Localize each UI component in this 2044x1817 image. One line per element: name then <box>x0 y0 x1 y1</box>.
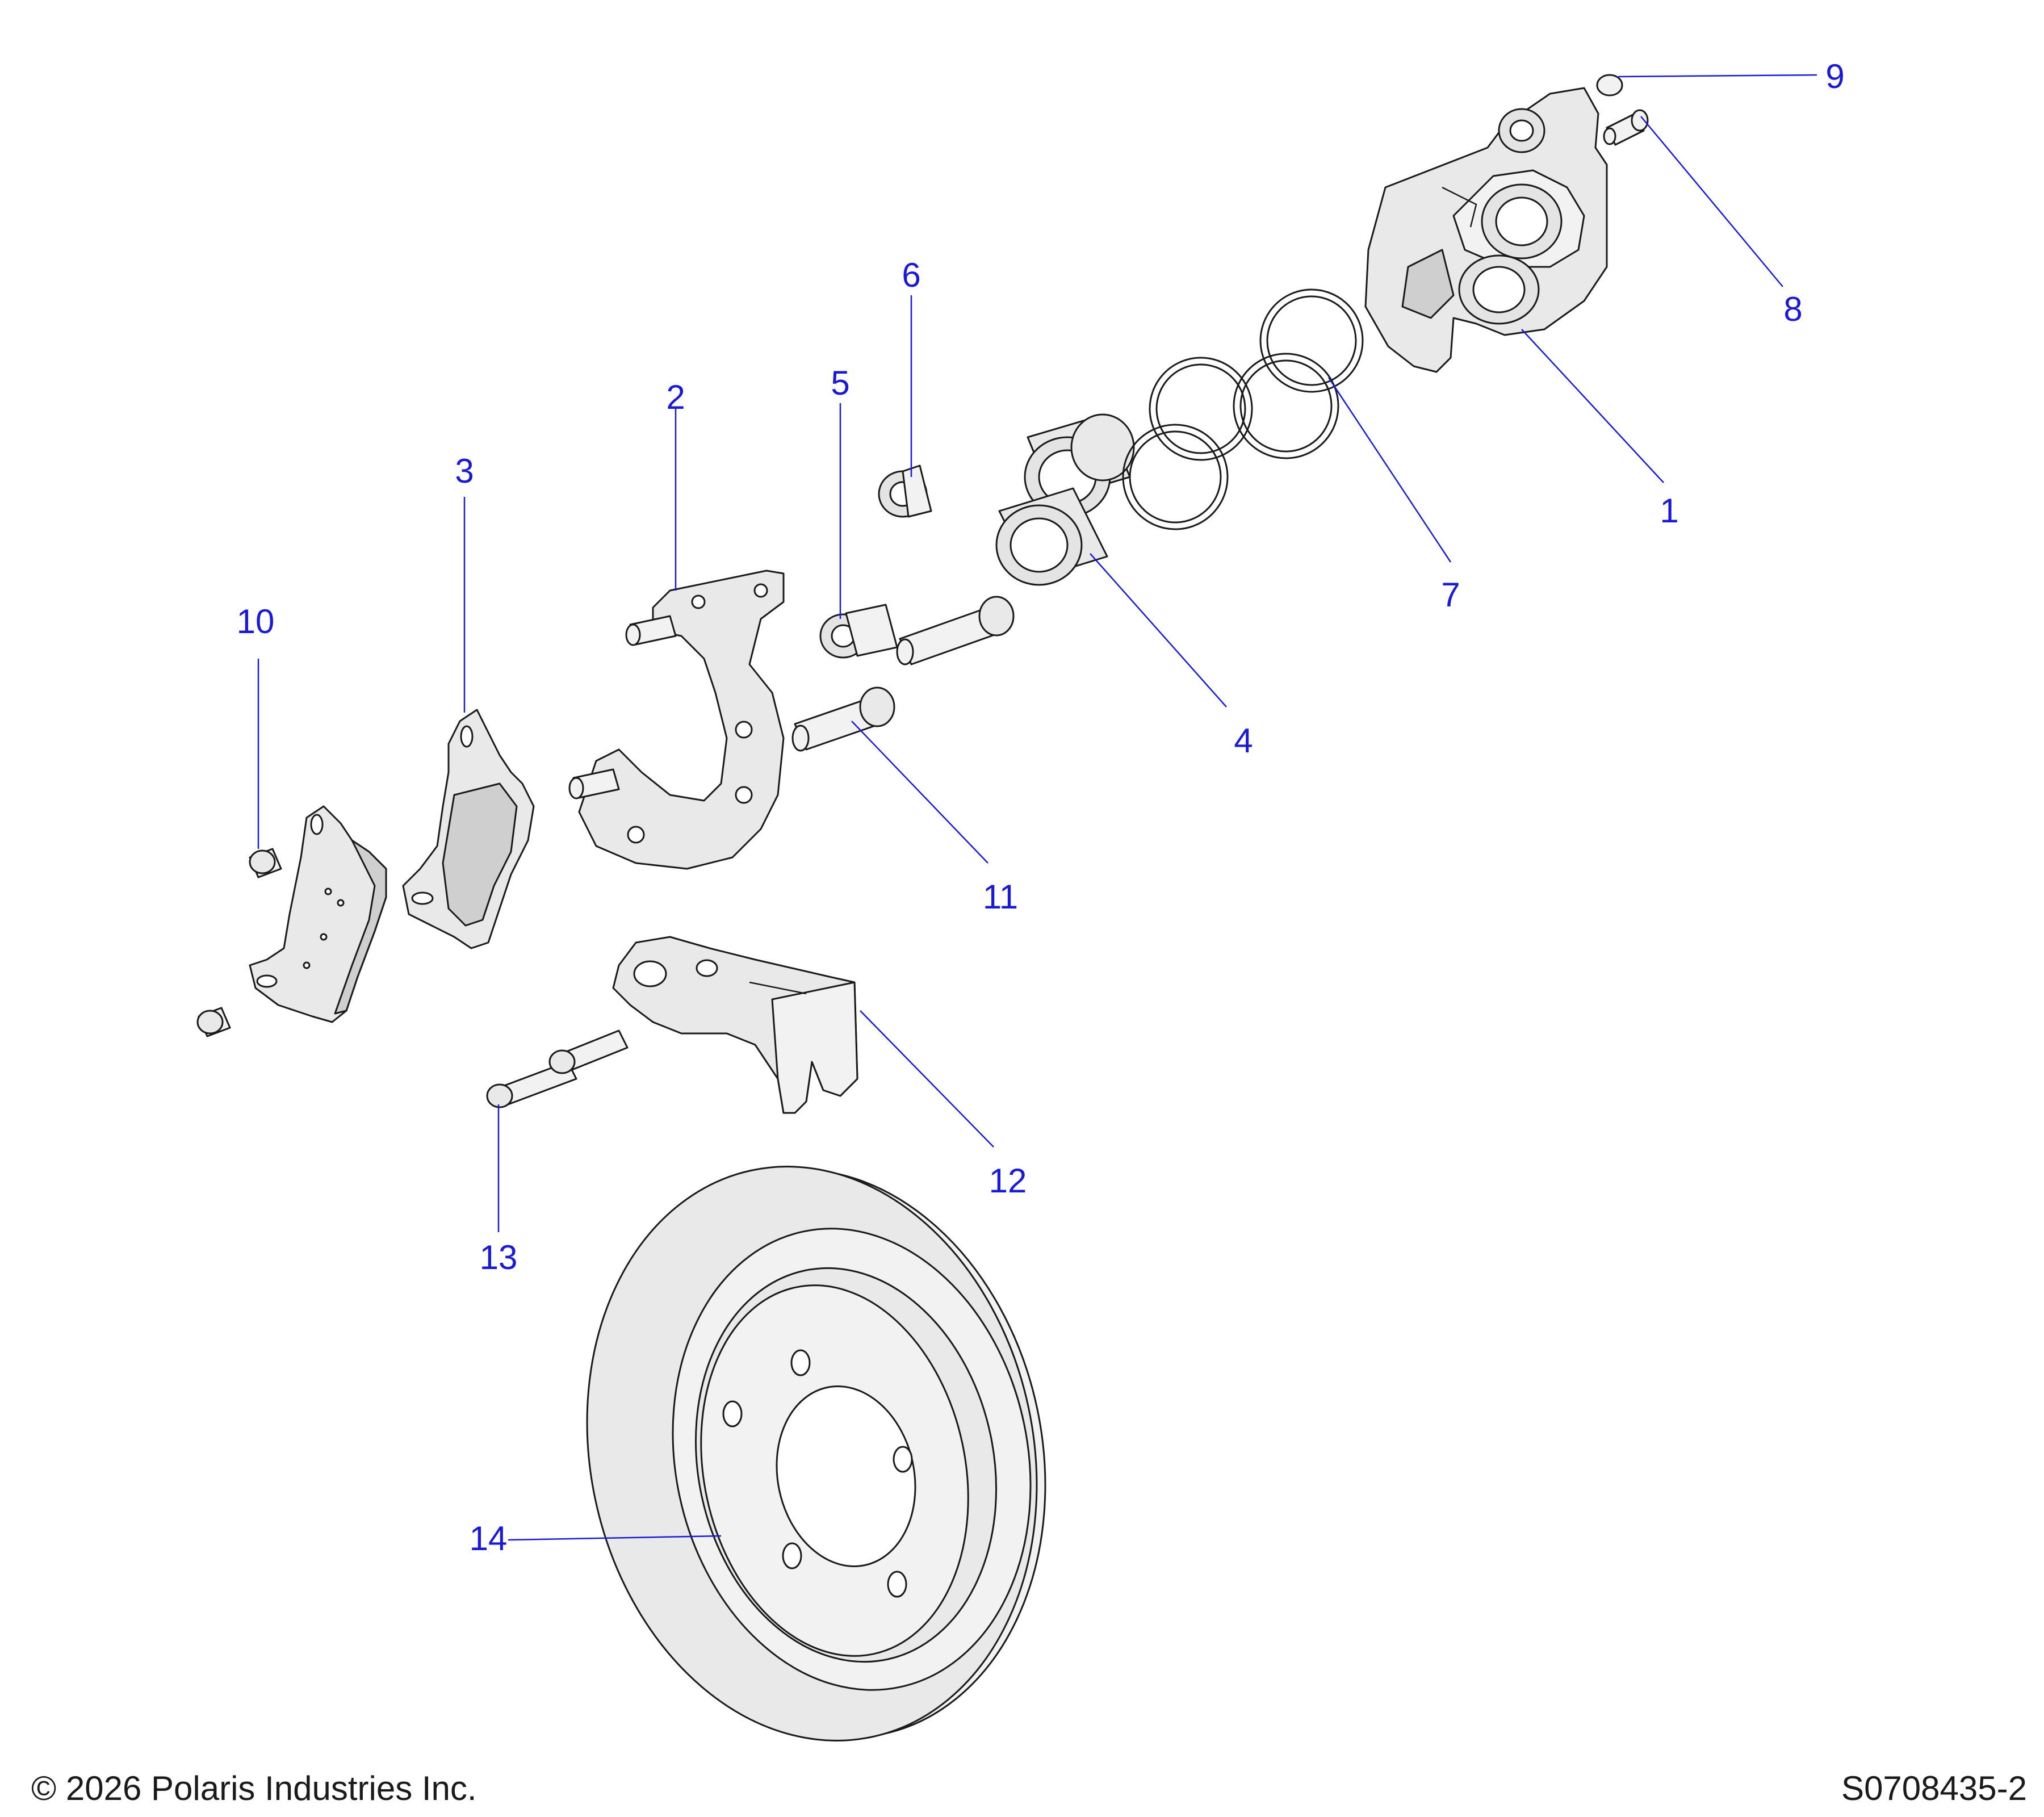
part-4-pistons[interactable] <box>995 413 1135 586</box>
part-5-slide-boot[interactable] <box>819 604 898 659</box>
part-2-caliper-bracket[interactable] <box>568 570 785 870</box>
callout-6: 6 <box>902 256 920 294</box>
part-6-bushing[interactable] <box>878 464 932 518</box>
callout-2: 2 <box>666 378 685 416</box>
callout-3: 3 <box>455 452 474 490</box>
leader-12 <box>860 1010 994 1148</box>
callout-7: 7 <box>1441 576 1460 614</box>
outer-brake-pad[interactable] <box>249 805 387 1023</box>
part-14-brake-disc[interactable] <box>535 1124 1096 1783</box>
part-7-piston-seals[interactable] <box>1108 275 1377 544</box>
callout-14: 14 <box>470 1519 508 1558</box>
leader-14 <box>508 1535 722 1541</box>
callout-10: 10 <box>237 602 275 640</box>
part-13-shield-bolts[interactable] <box>486 1029 629 1108</box>
leader-9 <box>1618 74 1817 78</box>
part-3-inner-brake-pad[interactable] <box>402 709 535 949</box>
part-12-shield-bracket[interactable] <box>612 936 858 1114</box>
callout-labels: 1 2 3 4 5 6 7 8 9 10 11 12 13 14 <box>237 57 1845 1558</box>
part-8-bleeder-screw[interactable] <box>1603 109 1649 146</box>
callout-13: 13 <box>480 1238 518 1276</box>
part-11-pin-bolts[interactable] <box>791 596 1015 752</box>
part-1-caliper-body[interactable] <box>1364 87 1608 373</box>
leader-7 <box>1327 377 1452 563</box>
leader-4 <box>1090 553 1227 707</box>
leader-8 <box>1640 116 1783 287</box>
leader-1 <box>1521 329 1664 483</box>
diagram-id-text: S0708435-2 <box>1841 1769 2027 1807</box>
copyright-text: © 2026 Polaris Industries Inc. <box>31 1769 477 1807</box>
callout-1: 1 <box>1660 492 1678 530</box>
callout-8: 8 <box>1783 290 1802 328</box>
callout-11: 11 <box>983 878 1018 916</box>
callout-5: 5 <box>831 364 849 402</box>
callout-4: 4 <box>1234 722 1253 760</box>
part-9-bleeder-cap[interactable] <box>1596 74 1623 97</box>
callout-12: 12 <box>989 1162 1027 1200</box>
part-10-pad-bolts[interactable] <box>196 848 282 1037</box>
callout-9: 9 <box>1825 57 1844 95</box>
leader-11 <box>851 721 989 864</box>
leader-lines <box>257 74 1817 1541</box>
